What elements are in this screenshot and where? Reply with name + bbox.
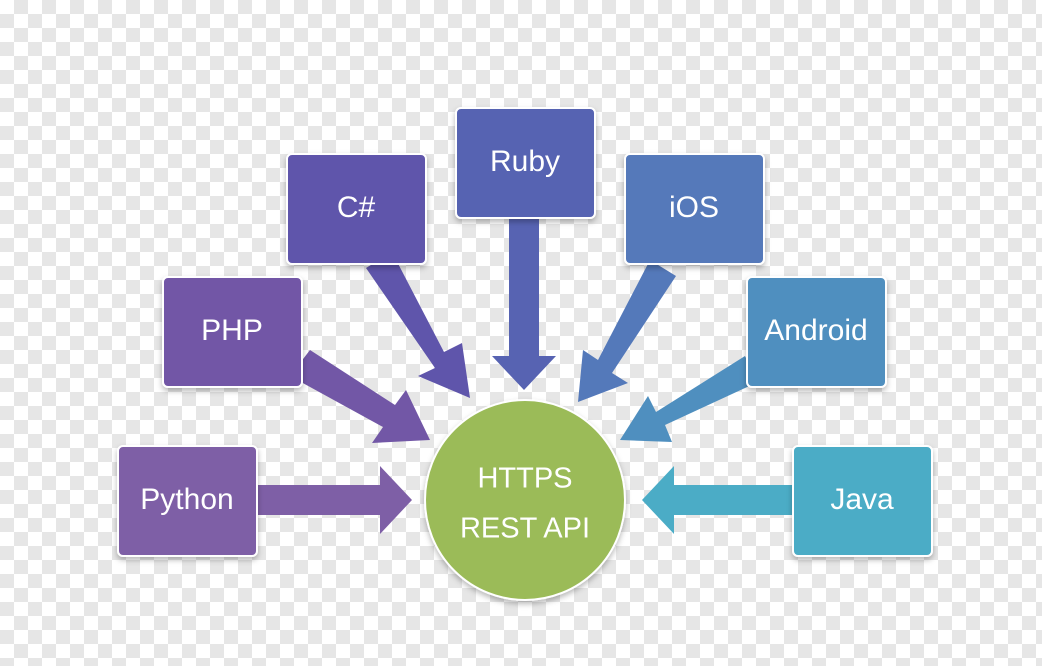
arrow-csharp-to-hub bbox=[366, 252, 470, 398]
hub-label-line1: HTTPS bbox=[477, 463, 572, 495]
arrow-php-to-hub bbox=[290, 350, 430, 443]
node-python-label: Python bbox=[140, 483, 233, 516]
node-python: Python bbox=[117, 445, 258, 557]
node-ruby-box bbox=[455, 107, 596, 219]
arrow-ruby-to-hub bbox=[492, 218, 556, 390]
node-android: Android bbox=[746, 276, 887, 388]
arrow-python-to-hub bbox=[258, 466, 412, 534]
hub-label-line2: REST API bbox=[460, 513, 590, 545]
node-csharp-box bbox=[286, 153, 427, 265]
node-ios-label: iOS bbox=[669, 191, 719, 224]
node-ruby-label: Ruby bbox=[490, 145, 560, 178]
node-ios-box bbox=[624, 153, 765, 265]
node-php-box bbox=[162, 276, 303, 388]
arrow-ios-to-hub bbox=[578, 260, 676, 402]
node-android-label: Android bbox=[764, 314, 867, 347]
arrow-android-to-hub bbox=[620, 356, 758, 442]
node-csharp: C# bbox=[286, 153, 427, 265]
node-java-label: Java bbox=[830, 483, 894, 516]
node-php: PHP bbox=[162, 276, 303, 388]
node-csharp-label: C# bbox=[337, 191, 376, 224]
node-android-box bbox=[746, 276, 887, 388]
node-java-box bbox=[792, 445, 933, 557]
node-ios: iOS bbox=[624, 153, 765, 265]
node-python-box bbox=[117, 445, 258, 557]
node-ruby: Ruby bbox=[455, 107, 596, 219]
node-java: Java bbox=[792, 445, 933, 557]
hub-circle bbox=[424, 399, 626, 601]
node-php-label: PHP bbox=[201, 314, 263, 347]
hub: HTTPS REST API bbox=[424, 399, 626, 601]
arrow-java-to-hub bbox=[642, 466, 795, 534]
